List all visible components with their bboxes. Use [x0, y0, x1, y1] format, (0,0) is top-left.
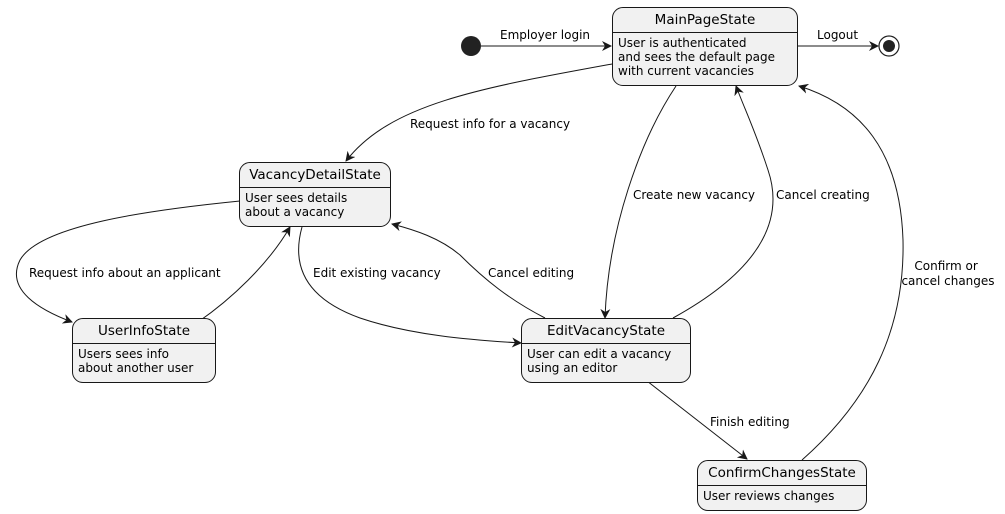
state-description: Users sees info about another user — [78, 347, 194, 375]
edge-finish-editing — [646, 380, 748, 460]
label-cancel-creating: Cancel creating — [776, 188, 870, 202]
final-state-inner-dot — [883, 40, 895, 52]
label-finish-editing: Finish editing — [710, 415, 790, 429]
state-description: User is authenticated and sees the defau… — [618, 36, 775, 78]
state-main-page: MainPageState User is authenticated and … — [612, 7, 798, 86]
state-description: User reviews changes — [703, 489, 835, 503]
state-title: UserInfoState — [73, 319, 215, 344]
state-title: EditVacancyState — [522, 319, 690, 344]
edge-confirm-or-cancel — [798, 83, 904, 461]
state-title: VacancyDetailState — [240, 163, 390, 188]
state-description: User sees details about a vacancy — [245, 191, 348, 219]
label-create-new-vacancy: Create new vacancy — [633, 188, 755, 202]
edge-cancel-editing — [391, 221, 546, 319]
label-employer-login: Employer login — [500, 28, 590, 42]
state-vacancy-detail: VacancyDetailState User sees details abo… — [239, 162, 391, 227]
label-request-applicant-info: Request info about an applicant — [29, 266, 221, 280]
label-edit-existing-vacancy: Edit existing vacancy — [313, 266, 441, 280]
state-edit-vacancy: EditVacancyState User can edit a vacancy… — [521, 318, 691, 383]
label-cancel-editing: Cancel editing — [488, 266, 574, 280]
edge-edit-existing-vacancy — [298, 226, 522, 348]
edge-user-info-back — [197, 226, 291, 323]
edge-create-new-vacancy — [600, 85, 677, 319]
edge-request-applicant-info — [15, 200, 241, 324]
edge-cancel-creating — [672, 85, 774, 319]
state-description: User can edit a vacancy using an editor — [527, 347, 672, 375]
initial-state-dot — [461, 36, 481, 56]
state-confirm-changes: ConfirmChangesState User reviews changes — [697, 460, 867, 511]
label-logout: Logout — [817, 28, 858, 42]
label-request-vacancy-info: Request info for a vacancy — [410, 117, 570, 131]
state-title: MainPageState — [613, 8, 797, 33]
edge-request-vacancy-info — [345, 63, 613, 162]
state-user-info: UserInfoState Users sees info about anot… — [72, 318, 216, 383]
state-title: ConfirmChangesState — [698, 461, 866, 486]
label-confirm-or-cancel: Confirm or cancel changes — [901, 259, 994, 288]
